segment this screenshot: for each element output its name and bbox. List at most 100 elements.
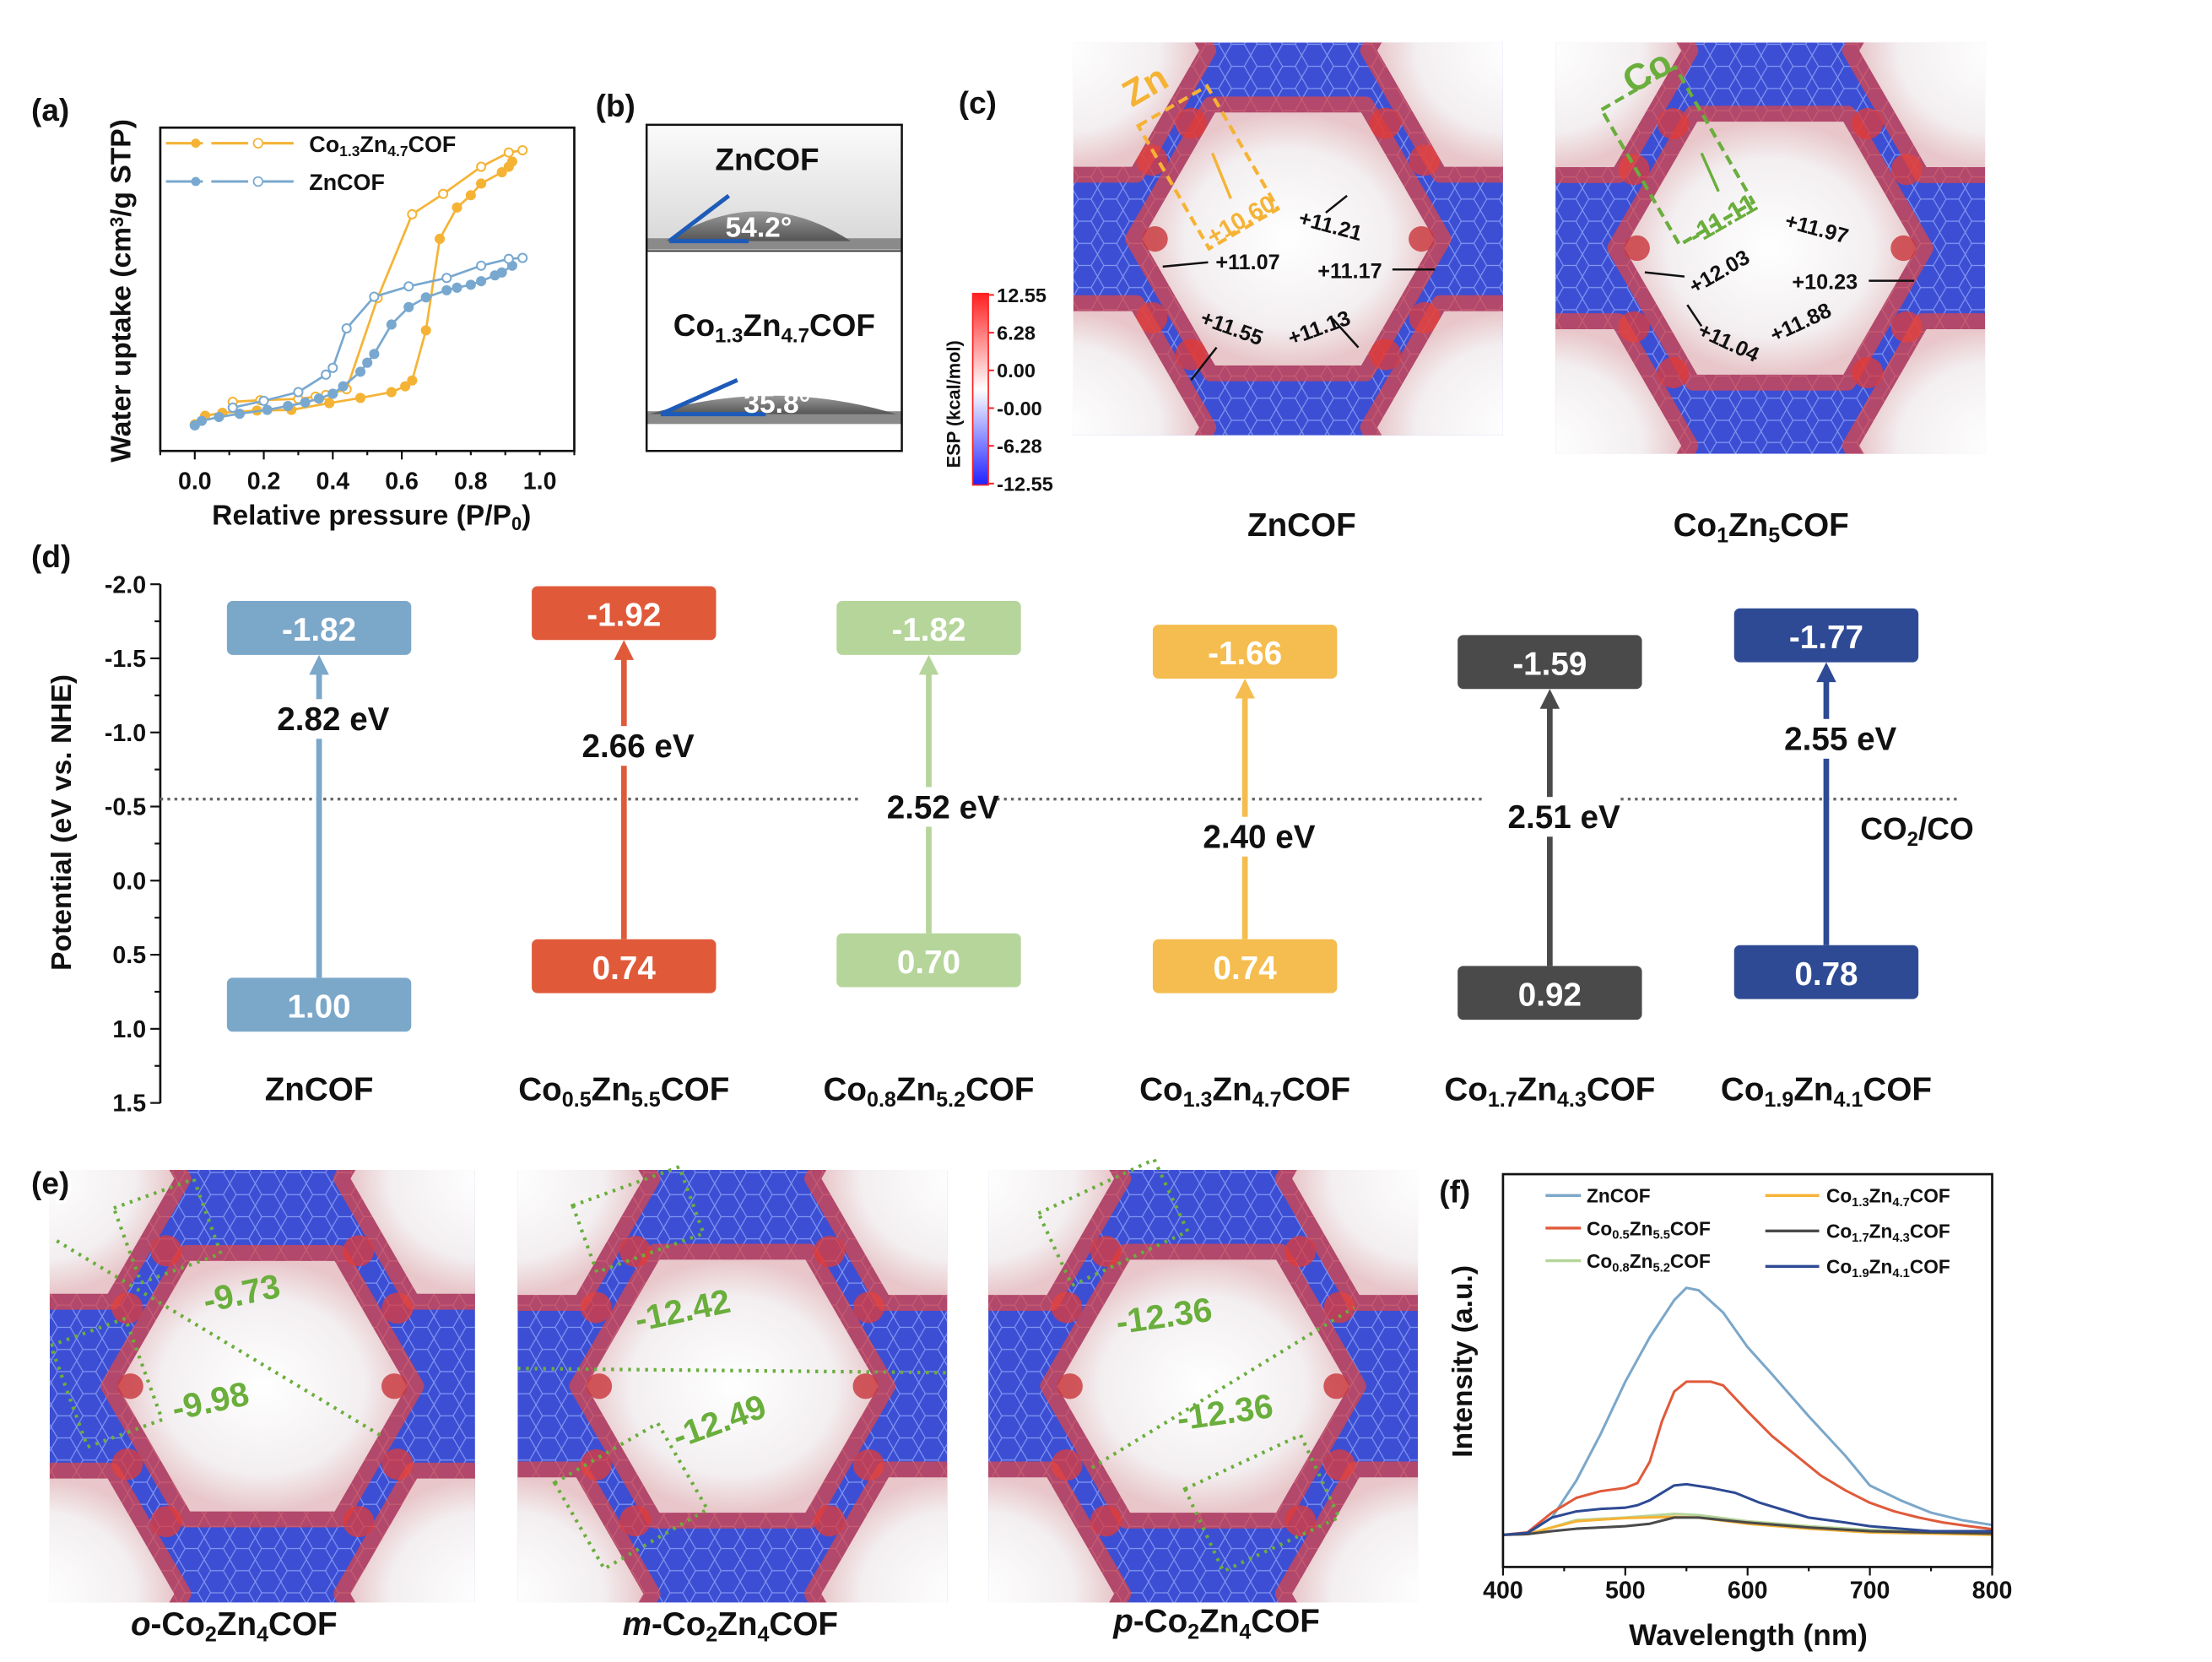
pore	[1057, 1259, 1349, 1513]
esp-maps-panel: 12.556.280.00-0.00-6.28-12.55 ESP (kcal/…	[923, 41, 1986, 548]
text-segment: -Co	[151, 1606, 205, 1643]
pore-rim	[1360, 295, 1503, 436]
esp-map-m-isomer	[517, 1170, 1098, 1662]
dotted-guide-line	[517, 1367, 948, 1375]
category-label: Co1.3Zn4.7COF	[1139, 1072, 1350, 1113]
pore	[1859, 42, 1986, 168]
negative-potential-region	[1852, 108, 1884, 139]
text-segment: Zn	[360, 132, 387, 157]
negative-potential-region	[1090, 1090, 1122, 1121]
colorbar-tick-label: -0.00	[997, 398, 1042, 420]
contact-angle-value: 35.8°	[744, 388, 810, 420]
desorption-line	[232, 149, 523, 403]
pore	[1073, 311, 1199, 436]
subscript: 1.3	[1183, 1088, 1213, 1112]
pore	[1555, 328, 1682, 454]
text-segment: Zn	[217, 1606, 257, 1643]
legend-marker-filled	[191, 176, 201, 187]
dotted-guide-line	[56, 1239, 381, 1437]
subscript: 0.8	[1612, 1261, 1629, 1275]
y-tick-label: -1.0	[105, 720, 146, 747]
subscript: 4	[757, 1623, 769, 1647]
adsorption-point	[386, 319, 397, 330]
co-site-box	[1598, 64, 1756, 247]
desorption-point	[321, 369, 332, 380]
desorption-point	[403, 281, 414, 292]
esp-isomer-panel: -9.73 -9.98 -12.42 -12.49 -12.36 -12.36 …	[48, 1090, 1568, 1662]
y-axis-label: Potential (eV vs. NHE)	[46, 674, 78, 971]
y-tick-label: 1.0	[112, 1016, 146, 1043]
pore-rim	[988, 1461, 1132, 1603]
adsorption-point	[420, 292, 431, 303]
gap-label-background	[1481, 797, 1618, 837]
legend-label: Co1.9Zn4.1COF	[1826, 1256, 1950, 1280]
legend-label: Co1.3Zn4.7COF	[309, 132, 456, 160]
band-gap-label: 2.55 eV	[1784, 722, 1896, 758]
conduction-band-value: -1.59	[1512, 646, 1587, 682]
subscript: 2	[1187, 1620, 1199, 1643]
y-tick-label: 0.5	[112, 942, 146, 969]
negative-potential-region	[814, 1651, 845, 1662]
pore	[821, 1170, 948, 1296]
pore-rim	[1274, 1170, 1419, 1311]
subscript: 1.3	[339, 143, 360, 160]
gap-label-background	[1176, 816, 1313, 857]
conduction-band-value: -1.82	[282, 612, 356, 648]
text-segment: /g STP)	[106, 119, 138, 217]
text-segment: Water uptake (cm	[106, 227, 138, 463]
band-gap-arrowhead	[1235, 678, 1255, 699]
adsorption-point	[354, 392, 366, 403]
panel-labels: (a) (b) (c) (d) (e) (f)	[28, 85, 1470, 1209]
esp-colorbar	[971, 292, 989, 486]
dotted-guide-line	[1090, 1306, 1355, 1470]
negative-potential-region	[923, 108, 955, 139]
pore-rim	[1555, 42, 1699, 183]
valence-band-box	[1733, 945, 1919, 999]
colorbar-tick-label: 6.28	[997, 322, 1036, 344]
negative-potential-region	[1537, 1236, 1568, 1267]
esp-map-zncof	[923, 42, 1503, 436]
text-segment: Co	[518, 1072, 562, 1108]
pore-rim	[1360, 42, 1503, 183]
category-label: Co0.5Zn5.5COF	[518, 1072, 729, 1113]
negative-potential-region	[1067, 1651, 1098, 1662]
subscript: 4.1	[1892, 1267, 1909, 1280]
reference-line-label: CO2/CO	[1860, 812, 1974, 851]
legend-label: ZnCOF	[1587, 1185, 1651, 1207]
adsorption-point	[441, 284, 452, 295]
band-gap-label: 2.66 eV	[582, 728, 695, 765]
conduction-band-value: -1.66	[1208, 636, 1282, 672]
pore-rim	[569, 1243, 896, 1529]
tangent-line	[668, 193, 731, 243]
desorption-point	[503, 253, 514, 264]
pore-rim	[100, 1245, 425, 1528]
negative-potential-region	[150, 1506, 182, 1538]
text-segment: COF	[1251, 1604, 1320, 1640]
subscript: 1.3	[715, 324, 743, 347]
metal-site	[1142, 225, 1168, 252]
band-gap-arrowhead	[614, 640, 635, 660]
superscript: 3	[106, 217, 127, 227]
adsorption-point	[476, 276, 487, 287]
pore	[1073, 42, 1199, 167]
legend-label: Co1.7Zn4.3COF	[1826, 1221, 1950, 1245]
pore	[988, 1170, 1115, 1296]
pore-rim	[1040, 1243, 1366, 1529]
pore-rim	[517, 1170, 661, 1311]
colorbar-ticks: 12.556.280.00-0.00-6.28-12.55	[988, 284, 1053, 495]
text-segment: ZnCOF	[309, 170, 385, 195]
adsorption-point	[369, 349, 380, 360]
adsorption-point	[313, 393, 325, 404]
conduction-band-box	[1733, 608, 1919, 663]
negative-potential-region	[343, 1235, 375, 1267]
subscript: 4.7	[1892, 1196, 1909, 1210]
subscript: 1	[1717, 524, 1728, 548]
legend-label: ZnCOF	[309, 170, 385, 195]
conduction-band-box	[226, 601, 412, 655]
subscript: 2	[205, 1623, 217, 1647]
adsorption-point	[196, 415, 208, 426]
subscript: 4.1	[1834, 1088, 1863, 1112]
